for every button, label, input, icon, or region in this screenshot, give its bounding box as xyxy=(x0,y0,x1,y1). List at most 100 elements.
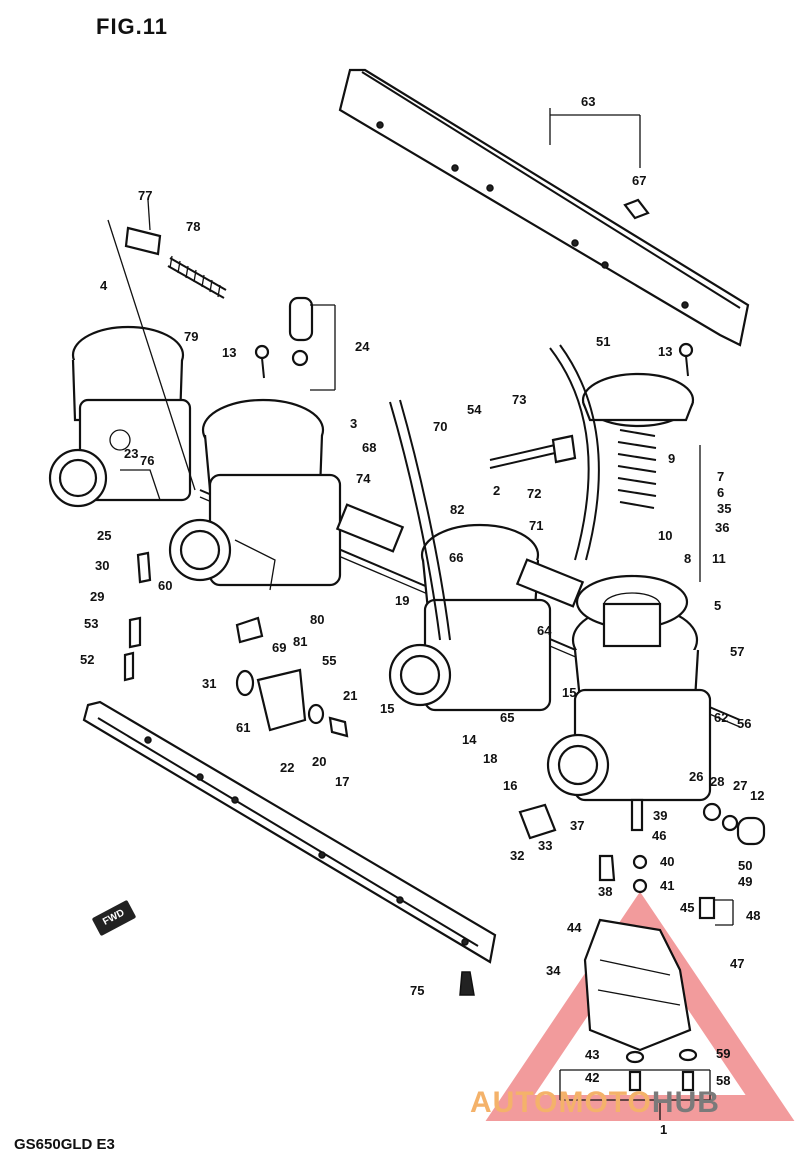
callout-c42: 42 xyxy=(585,1070,599,1085)
callout-c53: 53 xyxy=(84,616,98,631)
callout-c81: 81 xyxy=(293,634,307,649)
callout-c3: 3 xyxy=(350,416,357,431)
carburetor-3 xyxy=(388,523,552,712)
spring-bracket xyxy=(124,226,162,256)
callout-c29: 29 xyxy=(90,589,104,604)
screws xyxy=(123,198,694,682)
callout-c32: 32 xyxy=(510,848,524,863)
callout-c37: 37 xyxy=(570,818,584,833)
leader-lines xyxy=(107,108,734,1120)
callout-c69: 69 xyxy=(272,640,286,655)
callout-c23: 23 xyxy=(124,446,138,461)
callout-c64: 64 xyxy=(537,623,552,638)
callout-c34: 34 xyxy=(546,963,561,978)
callout-c18: 18 xyxy=(483,751,497,766)
callout-c27: 27 xyxy=(733,778,747,793)
callout-c59: 59 xyxy=(716,1046,730,1061)
drain-screws xyxy=(625,1048,698,1092)
callout-c57: 57 xyxy=(730,644,744,659)
carburetor-top-cap xyxy=(581,372,695,428)
callout-c25: 25 xyxy=(97,528,111,543)
callout-c48: 48 xyxy=(746,908,760,923)
callout-c63: 63 xyxy=(581,94,595,109)
callout-c49: 49 xyxy=(738,874,752,889)
watermark-part3: HUB xyxy=(651,1086,720,1119)
callout-c30: 30 xyxy=(95,558,109,573)
callout-c58: 58 xyxy=(716,1073,730,1088)
callout-c73: 73 xyxy=(512,392,526,407)
callout-c71: 71 xyxy=(529,518,543,533)
vent-tubes xyxy=(389,344,600,641)
callout-c19: 19 xyxy=(395,593,409,608)
piston-spring xyxy=(617,429,657,509)
callout-c45: 45 xyxy=(680,900,694,915)
callout-c36: 36 xyxy=(715,520,729,535)
callout-c24: 24 xyxy=(355,339,370,354)
callout-c77: 77 xyxy=(138,188,152,203)
callout-c11: 11 xyxy=(712,551,726,566)
watermark-part1: AUTO xyxy=(470,1086,559,1119)
callout-c28: 28 xyxy=(710,774,724,789)
callout-c44: 44 xyxy=(567,920,582,935)
callout-c7: 7 xyxy=(717,469,724,484)
callout-c67: 67 xyxy=(632,173,646,188)
callout-c17: 17 xyxy=(335,774,349,789)
callout-c8: 8 xyxy=(684,551,691,566)
jet-parts xyxy=(598,798,766,920)
callout-c26: 26 xyxy=(689,769,703,784)
callout-c76: 76 xyxy=(140,453,154,468)
callout-c66: 66 xyxy=(449,550,463,565)
watermark-part2: MOTO xyxy=(558,1086,652,1119)
callout-c78: 78 xyxy=(186,219,200,234)
callout-c4: 4 xyxy=(100,278,108,293)
callout-c68: 68 xyxy=(362,440,376,455)
carburetor-2 xyxy=(168,398,342,591)
callout-c10: 10 xyxy=(658,528,672,543)
callout-c22: 22 xyxy=(280,760,294,775)
callout-c61: 61 xyxy=(236,720,250,735)
callout-c43: 43 xyxy=(585,1047,599,1062)
callout-c39: 39 xyxy=(653,808,667,823)
callout-c21: 21 xyxy=(343,688,357,703)
callout-c75: 75 xyxy=(410,983,424,998)
callout-c65: 65 xyxy=(500,710,514,725)
callout-c31: 31 xyxy=(202,676,216,691)
callout-c20: 20 xyxy=(312,754,326,769)
callout-c62: 62 xyxy=(714,710,728,725)
callout-c60: 60 xyxy=(158,578,172,593)
callout-c9: 9 xyxy=(668,451,675,466)
callout-c12: 12 xyxy=(750,788,764,803)
watermark-triangle xyxy=(485,891,795,1121)
callout-c16: 16 xyxy=(503,778,517,793)
lower-mounting-plate xyxy=(82,700,497,964)
callout-c80: 80 xyxy=(310,612,324,627)
adjusting-bolt xyxy=(489,434,577,469)
callout-c54: 54 xyxy=(467,402,482,417)
callout-c15b: 15 xyxy=(562,685,576,700)
carburetor-1 xyxy=(48,325,192,508)
return-spring xyxy=(167,255,227,299)
model-code: GS650GLD E3 xyxy=(14,1136,115,1153)
upper-mounting-plate xyxy=(338,68,750,347)
callout-c55: 55 xyxy=(322,653,336,668)
callout-c50: 50 xyxy=(738,858,752,873)
sleeve xyxy=(288,296,314,367)
callout-c82: 82 xyxy=(450,502,464,517)
callout-c15a: 15 xyxy=(380,701,394,716)
fuel-joint-pipes xyxy=(335,503,585,608)
callout-c46: 46 xyxy=(652,828,666,843)
callout-c13b: 13 xyxy=(658,344,672,359)
callout-c40: 40 xyxy=(660,854,674,869)
callout-c47: 47 xyxy=(730,956,744,971)
callout-c35: 35 xyxy=(717,501,731,516)
diaphragm-piston xyxy=(575,574,689,648)
callout-c41: 41 xyxy=(660,878,674,893)
callout-c1: 1 xyxy=(660,1122,667,1137)
callout-c52: 52 xyxy=(80,652,94,667)
callout-c14: 14 xyxy=(462,732,477,747)
callout-c56: 56 xyxy=(737,716,751,731)
callout-c74: 74 xyxy=(356,471,371,486)
